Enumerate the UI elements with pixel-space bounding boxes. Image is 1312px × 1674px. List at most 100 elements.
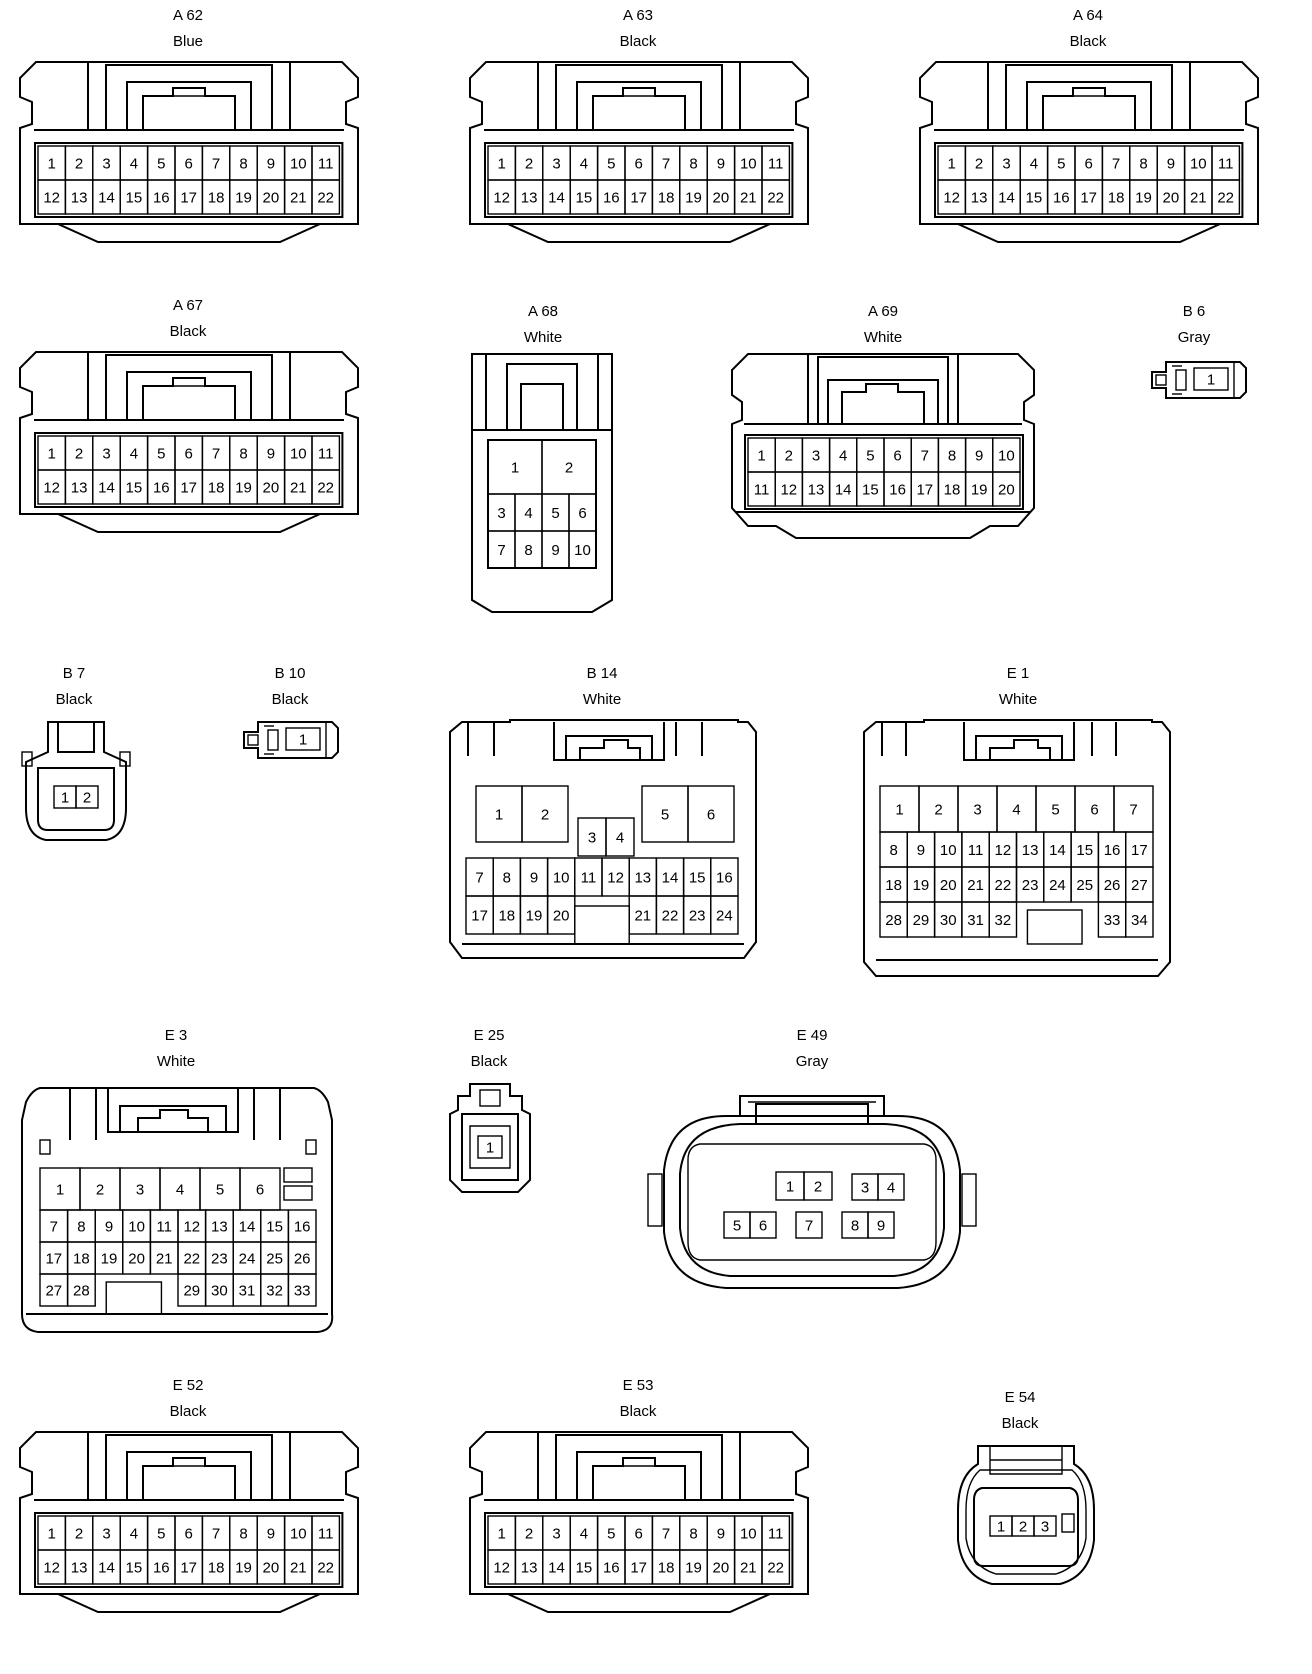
- pin-number: 10: [290, 446, 307, 463]
- pin-number: 10: [290, 1526, 307, 1543]
- pin-cell: [761, 1549, 791, 1585]
- pin-number: 3: [102, 156, 110, 173]
- pin-number: 15: [126, 1560, 143, 1577]
- pin-number: 8: [851, 1218, 859, 1235]
- pin-number: 22: [183, 1251, 200, 1268]
- pin-number: 33: [294, 1283, 311, 1300]
- pin-number: 1: [61, 790, 69, 807]
- pin-cell: [988, 901, 1018, 938]
- pin-number: 6: [635, 156, 643, 173]
- pin-number: 6: [1085, 156, 1093, 173]
- pin-number: 7: [805, 1218, 813, 1235]
- pin-number: 12: [43, 1560, 60, 1577]
- pin-number: 7: [662, 1526, 670, 1543]
- pin-number: 17: [1131, 842, 1148, 859]
- pin-number: 13: [71, 190, 88, 207]
- pin-number: 11: [768, 156, 784, 173]
- pin-number: 5: [607, 1526, 615, 1543]
- pin-number: 11: [156, 1219, 172, 1236]
- connector-id: A 64: [1073, 7, 1103, 24]
- pin-number: 18: [73, 1251, 90, 1268]
- pin-number: 15: [862, 482, 879, 499]
- pin-number: 10: [128, 1219, 145, 1236]
- pin-number: 5: [866, 448, 874, 465]
- pin-number: 17: [630, 1560, 647, 1577]
- pin-number: 1: [757, 448, 765, 465]
- connector-id: A 63: [623, 7, 653, 24]
- pin-number: 5: [157, 1526, 165, 1543]
- pin-number: 22: [767, 1560, 784, 1577]
- pin-number: 6: [256, 1182, 264, 1199]
- pin-number: 6: [1090, 802, 1098, 819]
- pin-number: 14: [98, 480, 115, 497]
- pin-number: 3: [1002, 156, 1010, 173]
- pin-number: 24: [239, 1251, 256, 1268]
- connector-id: B 10: [275, 665, 306, 682]
- pin-number: 20: [263, 1560, 280, 1577]
- pin-number: 25: [266, 1251, 283, 1268]
- pin-number: 17: [630, 190, 647, 207]
- pin-number: 34: [1131, 912, 1148, 929]
- pin-number: 30: [940, 912, 957, 929]
- pin-number: 19: [685, 190, 702, 207]
- pin-number: 19: [101, 1251, 118, 1268]
- pin-number: 20: [713, 1560, 730, 1577]
- pin-number: 14: [98, 190, 115, 207]
- pin-number: 13: [71, 480, 88, 497]
- pin-number: 12: [607, 870, 624, 887]
- pin-number: 4: [130, 446, 138, 463]
- pin-number: 20: [553, 908, 570, 925]
- pin-number: 3: [1041, 1519, 1049, 1536]
- pin-number: 20: [1163, 190, 1180, 207]
- pin-number: 5: [661, 807, 669, 824]
- connector-color: Gray: [1178, 329, 1211, 346]
- pin-number: 17: [180, 190, 197, 207]
- pin-number: 10: [1190, 156, 1207, 173]
- pin-number: 29: [913, 912, 930, 929]
- pin-number: 14: [98, 1560, 115, 1577]
- pin-number: 16: [1053, 190, 1070, 207]
- connector-color: Gray: [796, 1053, 829, 1070]
- pin-number: 15: [576, 190, 593, 207]
- pin-number: 8: [524, 542, 532, 559]
- pin-cell: [867, 1211, 895, 1239]
- pin-cell: [877, 1173, 905, 1201]
- pin-number: 5: [733, 1218, 741, 1235]
- pin-cell: [311, 1549, 341, 1585]
- pin-number: 9: [267, 1526, 275, 1543]
- pin-number: 22: [317, 480, 334, 497]
- pin-number: 13: [521, 190, 538, 207]
- pin-number: 7: [1112, 156, 1120, 173]
- connector-id: E 1: [1007, 665, 1030, 682]
- pin-cell: [749, 1211, 777, 1239]
- pin-number: 12: [995, 842, 1012, 859]
- pin-number: 18: [944, 482, 961, 499]
- pin-number: 2: [525, 1526, 533, 1543]
- pin-number: 21: [156, 1251, 173, 1268]
- pin-number: 10: [740, 156, 757, 173]
- pin-number: 6: [185, 156, 193, 173]
- pin-number: 16: [603, 190, 620, 207]
- connector-color: Black: [1002, 1415, 1039, 1432]
- pin-cell: [710, 895, 739, 935]
- pin-cell: [311, 469, 341, 505]
- pin-number: 22: [995, 877, 1012, 894]
- pin-number: 5: [157, 446, 165, 463]
- connector-id: E 54: [1005, 1389, 1036, 1406]
- pin-number: 22: [1217, 190, 1234, 207]
- pin-number: 19: [685, 1560, 702, 1577]
- pin-number: 9: [530, 870, 538, 887]
- pin-cell: [803, 1171, 833, 1201]
- pin-number: 18: [498, 908, 515, 925]
- pin-number: 2: [83, 790, 91, 807]
- pin-number: 11: [768, 1526, 784, 1543]
- pin-number: 13: [634, 870, 651, 887]
- pin-number: 21: [740, 190, 757, 207]
